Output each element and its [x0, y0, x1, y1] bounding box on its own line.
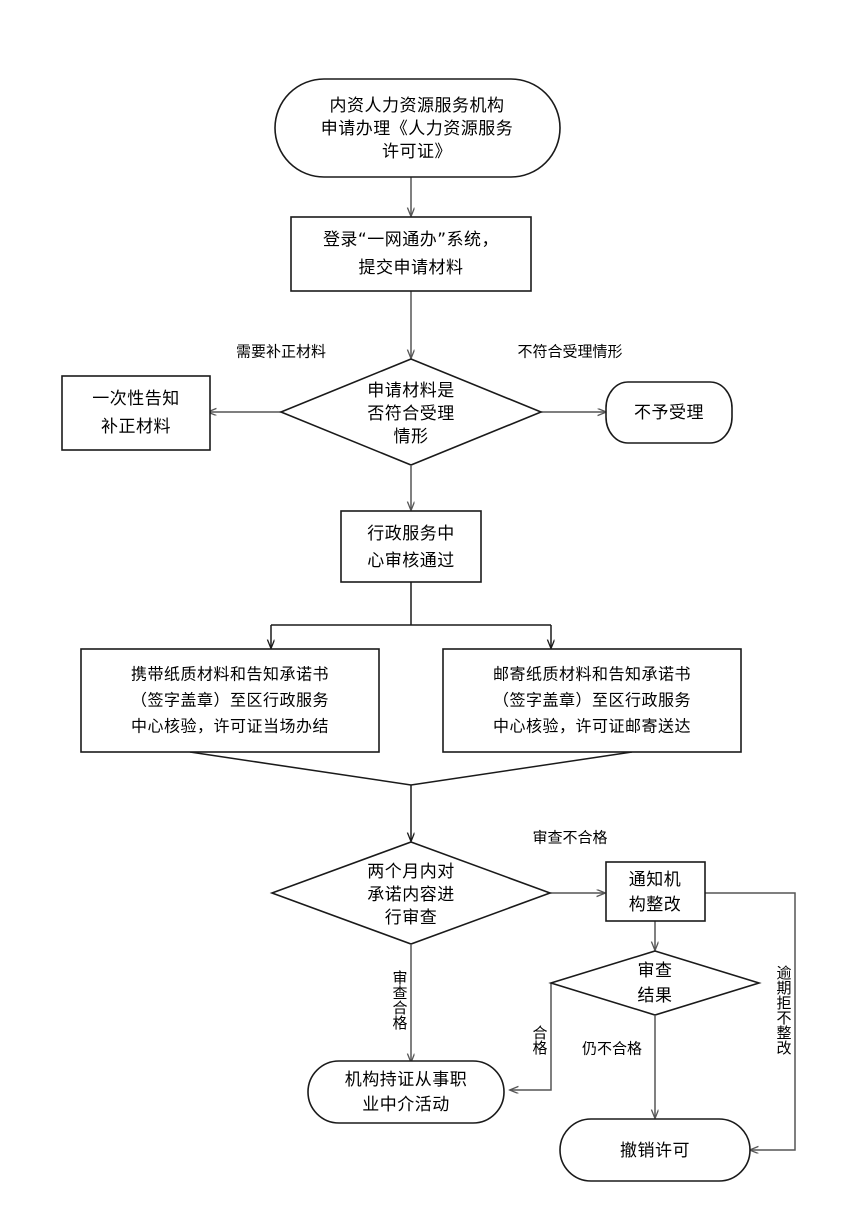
edge-rectify-to-revoke: [705, 892, 796, 1150]
node-notify-rectify-shape: [605, 861, 706, 922]
edge-label-still-unqualified: 仍不合格: [582, 1040, 642, 1058]
node-submit[interactable]: 登录“一网通办”系统， 提交申请材料: [290, 216, 532, 292]
node-start-line-2: 申请办理《人力资源服务: [321, 119, 514, 139]
node-operate-with-license-line-1: 机构持证从事职: [345, 1070, 468, 1090]
node-start[interactable]: 内资人力资源服务机构 申请办理《人力资源服务 许可证》: [274, 78, 561, 178]
edge-label-need-supplement: 需要补正材料: [236, 343, 326, 361]
node-notify-supplement-shape: [61, 375, 211, 451]
node-submit-line-2: 提交申请材料: [359, 258, 464, 278]
node-operate-with-license-shape: [307, 1060, 505, 1124]
node-mail-in-line-3: 中心核验，许可证邮寄送达: [493, 717, 691, 736]
node-review-two-months-line-1: 两个月内对: [367, 862, 455, 882]
node-start-line-3: 许可证》: [382, 142, 452, 162]
node-notify-rectify-line-1: 通知机: [629, 870, 682, 890]
node-review-result-shape: [548, 950, 762, 1016]
node-bring-in-person[interactable]: 携带纸质材料和告知承诺书 （签字盖章）至区行政服务 中心核验，许可证当场办结: [80, 648, 380, 753]
edge-merge-right: [410, 751, 633, 786]
node-bring-in-person-line-3: 中心核验，许可证当场办结: [131, 717, 329, 736]
node-center-approved[interactable]: 行政服务中 心审核通过: [340, 510, 482, 583]
node-review-result-line-1: 审查: [638, 961, 673, 981]
node-submit-shape: [290, 216, 532, 292]
node-operate-with-license[interactable]: 机构持证从事职 业中介活动: [307, 1060, 505, 1124]
node-bring-in-person-line-2: （签字盖章）至区行政服务: [131, 691, 329, 710]
node-center-approved-shape: [340, 510, 482, 583]
node-review-two-months-shape: [269, 841, 553, 945]
node-operate-with-license-line-2: 业中介活动: [362, 1095, 450, 1115]
node-decision-accept-line-2: 否符合受理: [367, 404, 455, 424]
node-revoke-license[interactable]: 撤销许可: [559, 1118, 751, 1182]
node-reject-accept-shape: [605, 381, 733, 444]
node-notify-rectify-line-2: 构整改: [629, 895, 682, 915]
edge-merge-left: [189, 751, 412, 786]
node-notify-supplement-line-2: 补正材料: [101, 417, 171, 437]
node-review-two-months[interactable]: 两个月内对 承诺内容进 行审查: [269, 841, 553, 945]
node-notify-supplement-line-1: 一次性告知: [92, 389, 180, 409]
node-reject-accept[interactable]: 不予受理: [605, 381, 733, 444]
node-mail-in-shape: [442, 648, 742, 753]
edge-label-review-passed: 审查合格: [391, 970, 409, 1030]
edge-result-to-operate: [510, 983, 552, 1090]
edge-label-review-failed: 审查不合格: [532, 829, 607, 847]
node-mail-in-line-1: 邮寄纸质材料和告知承诺书: [493, 665, 691, 684]
node-revoke-license-shape: [559, 1118, 751, 1182]
node-review-two-months-line-2: 承诺内容进: [367, 885, 455, 905]
node-center-approved-line-2: 心审核通过: [367, 551, 455, 571]
node-bring-in-person-shape: [80, 648, 380, 753]
edge-label-not-eligible: 不符合受理情形: [517, 343, 622, 361]
node-decision-accept-shape: [278, 358, 544, 466]
node-submit-line-1: 登录“一网通办”系统，: [323, 230, 499, 250]
node-mail-in-line-2: （签字盖章）至区行政服务: [493, 691, 691, 710]
node-bring-in-person-line-1: 携带纸质材料和告知承诺书: [131, 665, 329, 684]
node-review-result[interactable]: 审查 结果: [548, 950, 762, 1016]
node-mail-in[interactable]: 邮寄纸质材料和告知承诺书 （签字盖章）至区行政服务 中心核验，许可证邮寄送达: [442, 648, 742, 753]
node-decision-accept-line-1: 申请材料是: [367, 381, 455, 401]
node-reject-accept-line-1: 不予受理: [634, 403, 704, 423]
node-notify-rectify[interactable]: 通知机 构整改: [605, 861, 706, 922]
node-review-two-months-line-3: 行审查: [385, 908, 438, 928]
edge-label-overdue-refuse: 逾期拒不整改: [775, 965, 793, 1055]
node-start-line-1: 内资人力资源服务机构: [330, 96, 505, 116]
node-notify-supplement[interactable]: 一次性告知 补正材料: [61, 375, 211, 451]
node-center-approved-line-1: 行政服务中: [367, 524, 455, 544]
node-decision-accept[interactable]: 申请材料是 否符合受理 情形: [278, 358, 544, 466]
node-revoke-license-line-1: 撤销许可: [620, 1141, 690, 1161]
edge-label-qualified: 合格: [531, 1025, 549, 1055]
node-decision-accept-line-3: 情形: [394, 427, 429, 447]
node-start-shape: [274, 78, 561, 178]
node-review-result-line-2: 结果: [638, 986, 673, 1006]
